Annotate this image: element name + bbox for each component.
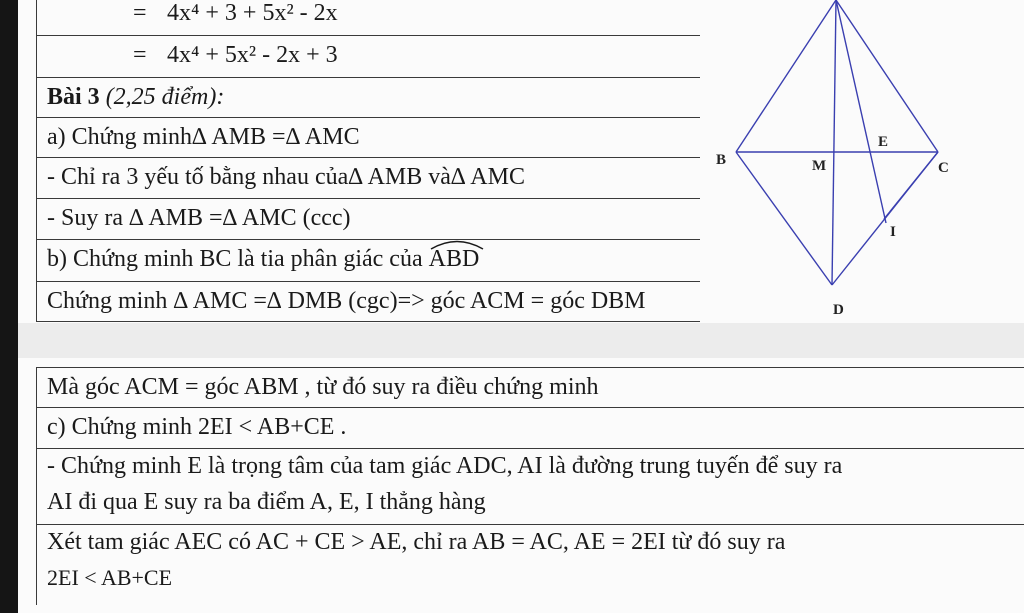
figure-lines (735, 0, 939, 286)
exercise-heading: Bài 3(2,25 điểm): (47, 84, 224, 111)
expression: 4x⁴ + 5x² - 2x + 3 (167, 42, 338, 68)
page-bottom (18, 358, 1024, 613)
angle-letters: ABD (428, 246, 480, 272)
row-text: c) Chứng minh 2EI < AB+CE . (47, 414, 347, 440)
exercise-title: Bài 3 (47, 84, 100, 110)
table-row-c2: Xét tam giác AEC có AC + CE > AE, chỉ ra… (37, 525, 1024, 605)
row-text-line2: AI đi qua E suy ra ba điểm A, E, I thẳng… (47, 489, 486, 515)
label-c: C (938, 160, 949, 176)
segment-ai (835, 0, 887, 224)
segment-ac (835, 0, 939, 153)
label-b: B (716, 152, 726, 168)
row-text: - Suy ra ∆ AMB =∆ AMC (ccc) (47, 205, 351, 231)
angle-abd: ABD (428, 240, 483, 273)
row-text: Mà góc ACM = góc ABM , từ đó suy ra điều… (47, 374, 599, 400)
table-row-eq1: = 4x⁴ + 3 + 5x² - 2x (37, 0, 1024, 36)
left-dark-bar (0, 0, 18, 613)
answer-table-bottom: Mà góc ACM = góc ABM , từ đó suy ra điều… (36, 367, 1024, 605)
row-text-line1: Xét tam giác AEC có AC + CE > AE, chỉ ra… (47, 529, 786, 555)
label-i: I (890, 224, 896, 240)
exercise-points: (2,25 điểm): (105, 84, 225, 110)
row-text-before: b) Chứng minh BC là tia phân giác của (47, 246, 423, 272)
equals-sign: = (133, 42, 147, 68)
table-row-a: a) Chứng minh∆ AMB =∆ AMC (37, 118, 1024, 158)
table-row-c1: - Chứng minh E là trọng tâm của tam giác… (37, 449, 1024, 525)
label-d: D (833, 302, 844, 318)
row-text-line1: - Chứng minh E là trọng tâm của tam giác… (47, 453, 843, 479)
label-m: M (812, 158, 826, 174)
figure-background (700, 0, 1024, 323)
geometry-figure: B M C E I D (700, 0, 1024, 323)
angle-arc-icon (430, 240, 483, 250)
segment-ab (735, 0, 837, 153)
table-row-b1: Chứng minh ∆ AMC =∆ DMB (cgc)=> góc ACM … (37, 282, 1024, 322)
table-row-b2: Mà góc ACM = góc ABM , từ đó suy ra điều… (37, 368, 1024, 408)
equals-sign: = (133, 0, 147, 26)
segment-bd (735, 151, 833, 286)
row-text: - Chỉ ra 3 yếu tố bằng nhau của∆ AMB và∆… (47, 164, 525, 190)
table-row-a2: - Suy ra ∆ AMB =∆ AMC (ccc) (37, 199, 1024, 240)
label-e: E (878, 134, 888, 150)
table-row-bai3: Bài 3(2,25 điểm): (37, 78, 1024, 118)
expression: 4x⁴ + 3 + 5x² - 2x (167, 0, 338, 26)
row-text-line2: 2EI < AB+CE (47, 565, 173, 590)
table-row-c: c) Chứng minh 2EI < AB+CE . (37, 408, 1024, 449)
row-text: Chứng minh ∆ AMC =∆ DMB (cgc)=> góc ACM … (47, 288, 646, 314)
row-text: a) Chứng minh∆ AMB =∆ AMC (47, 124, 360, 150)
segment-ci (883, 151, 939, 220)
table-row-eq2: = 4x⁴ + 5x² - 2x + 3 (37, 36, 1024, 78)
answer-table-top: = 4x⁴ + 3 + 5x² - 2x = 4x⁴ + 5x² - 2x + … (36, 0, 1024, 322)
table-row-a1: - Chỉ ra 3 yếu tố bằng nhau của∆ AMB và∆… (37, 158, 1024, 199)
segment-ad (831, 0, 837, 286)
